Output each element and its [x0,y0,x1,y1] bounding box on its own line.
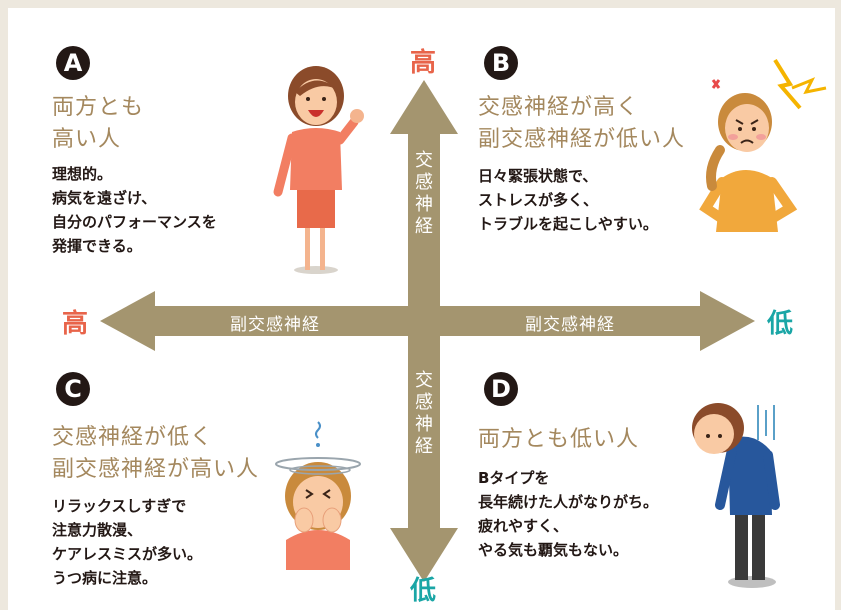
quadrant-a-desc-line1: 理想的。 [52,165,113,183]
quadrant-a-badge: A [56,46,90,80]
person-a-illustration [273,66,364,274]
quadrant-d-desc-line2: 長年続けた人がなりがち。 [478,493,659,511]
quadrant-b-desc-line2: ストレスが多く、 [478,191,599,209]
person-d-illustration [692,403,780,588]
vertical-high-label: 高 [410,48,437,78]
horizontal-low-label: 低 [767,309,794,339]
quadrant-b-title-line1: 交感神経が高く [478,95,640,120]
vertical-axis-arrow [390,80,458,582]
quadrant-b-title-line2: 副交感神経が低い人 [478,127,686,152]
quadrant-d-desc-line1: Bタイプを [478,469,550,487]
horizontal-high-label: 高 [62,309,89,339]
quadrant-d-desc-line3: 疲れやすく、 [478,517,569,535]
quadrant-c-desc-line4: うつ病に注意。 [52,569,158,587]
quadrant-a-title-line1: 両方とも [52,95,145,120]
quadrant-a-title-line2: 高い人 [52,127,122,152]
person-c-illustration [275,421,361,570]
quadrant-a-desc-line4: 発揮できる。 [52,237,142,255]
vertical-axis-label-top: 交感神経 [415,150,433,237]
quadrant-c-desc-line2: 注意力散漫、 [52,521,143,539]
quadrant-a-desc-line2: 病気を遠ざけ、 [52,189,157,207]
quadrant-b-desc-line3: トラブルを起こしやすい。 [478,215,658,233]
horizontal-axis-label-left: 副交感神経 [230,315,320,335]
quadrant-d-title-line1: 両方とも低い人 [478,427,640,452]
quadrant-c-title-line2: 副交感神経が高い人 [52,457,260,482]
quadrant-c-badge: C [56,372,90,406]
quadrant-c-desc-line3: ケアレスミスが多い。 [52,545,203,563]
quadrant-d-badge: D [484,372,518,406]
quadrant-b-desc-line1: 日々緊張状態で、 [478,167,598,185]
quadrant-d-desc-line4: やる気も覇気もない。 [478,541,629,559]
quadrant-c-desc-line1: リラックスしすぎで [52,497,187,515]
vertical-axis-label-bottom: 交感神経 [415,370,433,457]
person-b-illustration [699,58,827,232]
quadrant-a-desc-line3: 自分のパフォーマンスを [52,213,217,231]
vertical-low-label: 低 [410,576,437,606]
horizontal-axis-label-right: 副交感神経 [525,315,615,335]
quadrant-b-badge: B [484,46,518,80]
quadrant-c-title-line1: 交感神経が低く [52,425,214,450]
